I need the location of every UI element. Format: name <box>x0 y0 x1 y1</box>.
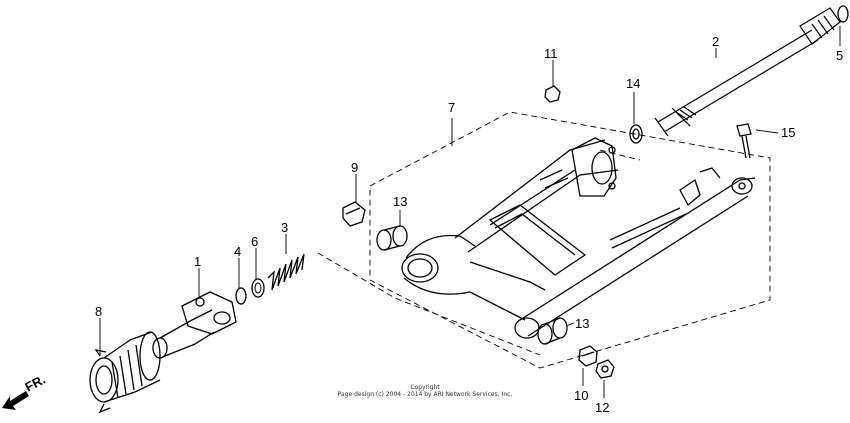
label-part-8: 8 <box>95 304 102 319</box>
label-part-15: 15 <box>781 125 795 140</box>
bolt-15 <box>736 123 752 159</box>
label-part-1: 1 <box>194 254 201 269</box>
label-part-10: 10 <box>574 388 588 403</box>
rubber-boot-8 <box>89 331 161 414</box>
pivot-bolt-10 <box>578 345 598 367</box>
washer-6 <box>251 278 265 298</box>
spring-3 <box>267 253 305 291</box>
copyright-title: Copyright <box>410 384 440 391</box>
label-part-5: 5 <box>836 48 843 63</box>
drive-shaft <box>654 7 841 137</box>
cap-nut-11 <box>544 85 561 103</box>
washer-4 <box>235 287 247 305</box>
o-ring-5 <box>837 5 849 23</box>
label-part-2: 2 <box>712 34 719 49</box>
lock-nut-12 <box>595 359 615 379</box>
universal-joint-1 <box>152 291 237 359</box>
label-part-12: 12 <box>595 400 609 415</box>
label-part-4: 4 <box>234 244 241 259</box>
front-arrow-icon <box>2 391 29 410</box>
bushing-13a <box>376 225 408 251</box>
copyright-notice: Page design (c) 2004 - 2014 by ARI Netwo… <box>337 391 513 398</box>
label-part-13-lower: 13 <box>575 316 589 331</box>
pivot-cap-9 <box>342 201 366 227</box>
swingarm-callout-box <box>317 111 771 369</box>
label-part-14: 14 <box>626 76 640 91</box>
swingarm <box>401 137 756 339</box>
oil-seal-14 <box>629 124 643 144</box>
label-part-7: 7 <box>448 100 455 115</box>
label-part-3: 3 <box>281 220 288 235</box>
leader-lines <box>99 26 841 398</box>
label-part-13-upper: 13 <box>393 194 407 209</box>
bushing-13b <box>537 317 568 345</box>
label-part-9: 9 <box>351 160 358 175</box>
label-part-6: 6 <box>251 234 258 249</box>
label-part-11: 11 <box>544 46 558 61</box>
